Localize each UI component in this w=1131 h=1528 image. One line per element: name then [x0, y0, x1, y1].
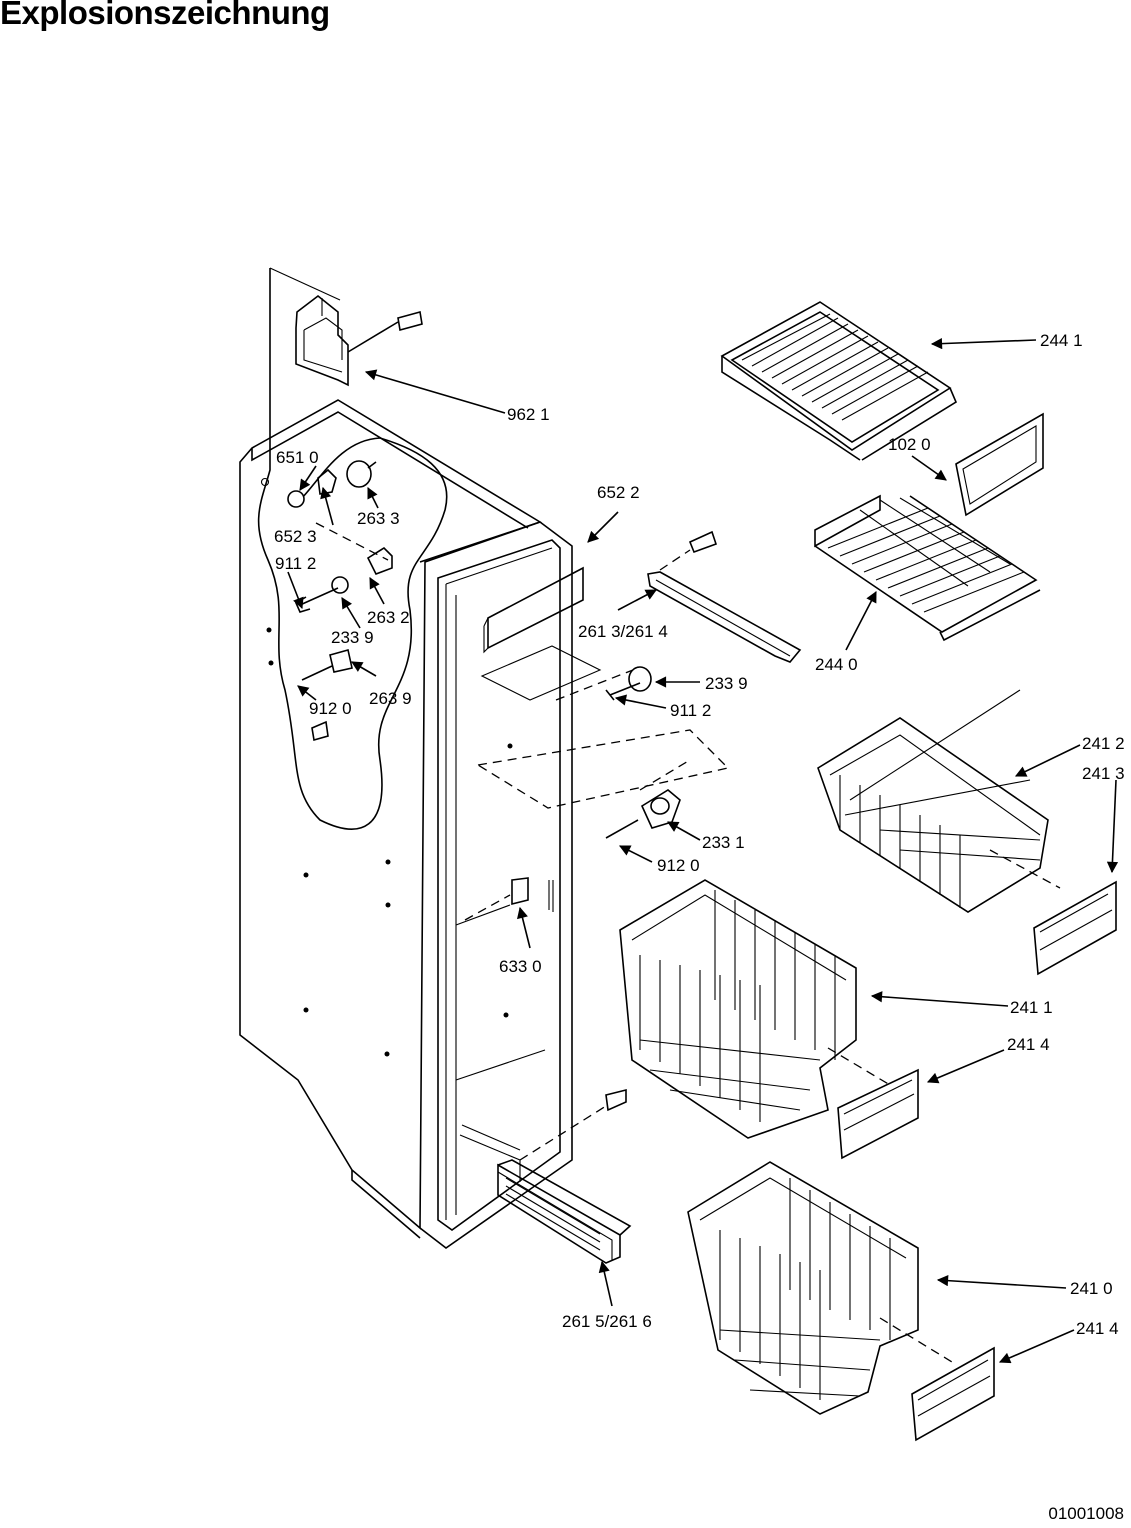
wiring-harness: [257, 268, 448, 830]
callout-label: 244 0: [815, 655, 858, 674]
air-duct-cover: [480, 566, 639, 701]
freezer-basket-bottom: [687, 1161, 953, 1415]
callout-label: 233 1: [702, 833, 745, 852]
freezer-basket-small: [817, 689, 1061, 913]
callout-label: 233 9: [705, 674, 748, 693]
callout-label: 652 3: [274, 527, 317, 546]
callout-label: 241 3: [1082, 764, 1125, 783]
callout-label: 241 1: [1010, 998, 1053, 1017]
wire-shelf: [814, 494, 1041, 642]
top-hinge-bracket: [295, 294, 423, 387]
callout-label: 244 1: [1040, 331, 1083, 350]
cross-rail: [647, 530, 802, 663]
callout-label: 651 0: [276, 448, 319, 467]
callout-label: 263 3: [357, 509, 400, 528]
basket-front-panel-top: [1033, 880, 1117, 976]
callout-label: 911 2: [275, 554, 316, 573]
evaporator-plate-outline: [476, 729, 730, 809]
leader-arrows: [287, 338, 1119, 1364]
middle-hinges: [605, 666, 691, 839]
toe-grille: [497, 1088, 632, 1264]
callout-label: 261 3/261 4: [578, 622, 668, 641]
mounting-hole-dots: [260, 477, 513, 1057]
callout-label: 962 1: [507, 405, 550, 424]
glass-shelf-frame: [720, 301, 958, 461]
basket-front-panel-bottom: [911, 1346, 995, 1442]
callout-label: 911 2: [670, 701, 711, 720]
callout-label: 912 0: [657, 856, 700, 875]
shelf-glass-insert: [955, 412, 1044, 517]
callout-label: 263 2: [367, 608, 410, 627]
callout-label: 261 5/261 6: [562, 1312, 652, 1331]
callout-label: 912 0: [309, 699, 352, 718]
callout-label: 263 9: [369, 689, 412, 708]
document-number: 01001008: [1048, 1504, 1124, 1523]
callout-label: 633 0: [499, 957, 542, 976]
door-switch: [464, 877, 529, 921]
callout-label: 241 4: [1007, 1035, 1050, 1054]
callout-labels: 962 1 651 0 263 3 652 3 911 2 263 2 233 …: [274, 331, 1125, 1338]
callout-label: 241 4: [1076, 1319, 1119, 1338]
callout-label: 241 0: [1070, 1279, 1113, 1298]
callout-label: 102 0: [888, 435, 931, 454]
basket-front-panel-middle: [837, 1068, 919, 1160]
callout-label: 241 2: [1082, 734, 1125, 753]
callout-label: 652 2: [597, 483, 640, 502]
callout-label: 233 9: [331, 628, 374, 647]
page-title: Explosionszeichnung: [0, 0, 330, 31]
freezer-basket-large: [619, 879, 891, 1139]
